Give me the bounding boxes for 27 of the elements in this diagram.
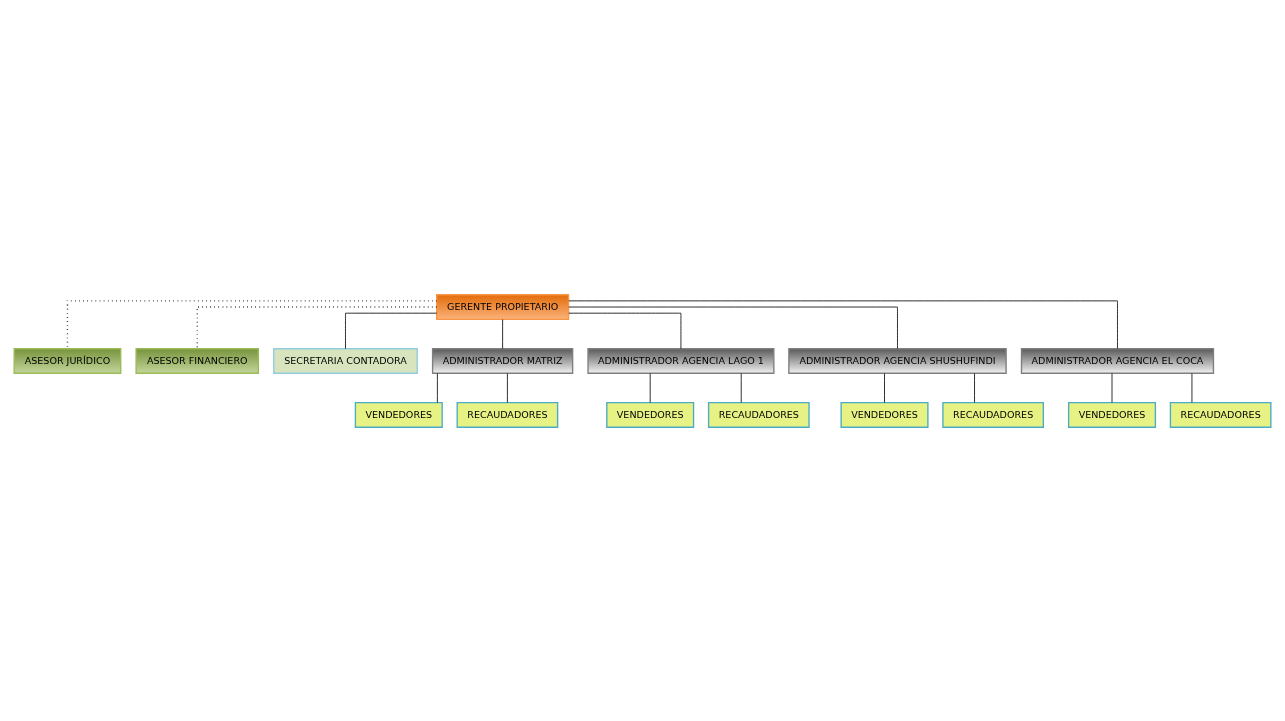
connector xyxy=(568,312,682,349)
node-box: RECAUDADORES xyxy=(1169,401,1272,428)
node-box: RECAUDADORES xyxy=(942,401,1045,428)
node-box: VENDEDORES xyxy=(606,401,695,428)
node-box: ADMINISTRADOR AGENCIA LAGO 1 xyxy=(587,347,775,374)
connector xyxy=(345,312,438,349)
node-box: ASESOR FINANCIERO xyxy=(135,347,260,374)
node-box: VENDEDORES xyxy=(1067,401,1157,428)
connector xyxy=(66,299,438,349)
node-box: VENDEDORES xyxy=(840,401,929,428)
node-box: ADMINISTRADOR MATRIZ xyxy=(431,347,574,374)
node-box: ASESOR JURÍDICO xyxy=(13,347,122,374)
connector xyxy=(507,372,508,403)
connector xyxy=(568,299,1118,349)
node-box: RECAUDADORES xyxy=(707,401,810,428)
node-box: ADMINISTRADOR AGENCIA SHUSHUFINDI xyxy=(788,347,1007,374)
node-box: RECAUDADORES xyxy=(456,401,559,428)
connector xyxy=(974,372,975,403)
node-box: ADMINISTRADOR AGENCIA EL COCA xyxy=(1020,347,1215,374)
connector xyxy=(196,305,438,349)
node-box: GERENTE PROPIETARIO xyxy=(436,293,570,320)
connector xyxy=(568,306,898,349)
connector xyxy=(436,372,438,403)
node-box: SECRETARIA CONTADORA xyxy=(273,347,418,374)
connector xyxy=(502,318,504,349)
connector xyxy=(884,372,885,403)
node-box: VENDEDORES xyxy=(354,401,443,428)
